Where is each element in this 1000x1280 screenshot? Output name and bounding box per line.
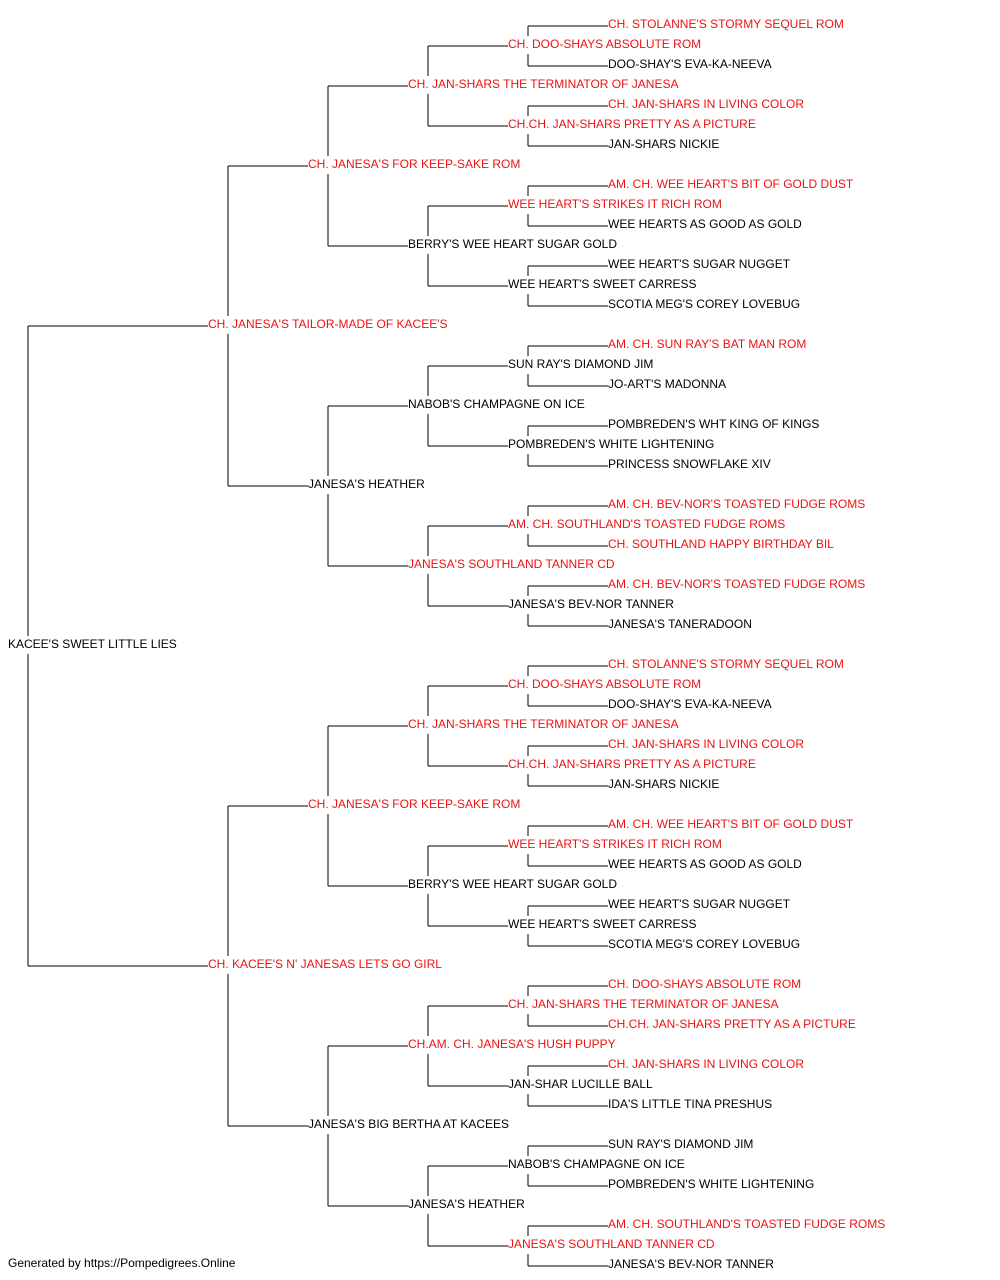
dam-name: JANESA'S SOUTHLAND TANNER CD <box>508 1237 715 1251</box>
sire-name: CH. STOLANNE'S STORMY SEQUEL ROM <box>608 657 844 671</box>
sire-name: NABOB'S CHAMPAGNE ON ICE <box>508 1157 685 1171</box>
sire-name: CH. DOO-SHAYS ABSOLUTE ROM <box>508 37 701 51</box>
sire-name: CH. JAN-SHARS IN LIVING COLOR <box>608 737 804 751</box>
sire-name: AM. CH. SOUTHLAND'S TOASTED FUDGE ROMS <box>608 1217 885 1231</box>
sire-name: AM. CH. BEV-NOR'S TOASTED FUDGE ROMS <box>608 577 865 591</box>
sire-name: SUN RAY'S DIAMOND JIM <box>508 357 653 371</box>
dam-name: JAN-SHARS NICKIE <box>608 137 719 151</box>
dam-name: WEE HEART'S SWEET CARRESS <box>508 277 697 291</box>
dam-name: PRINCESS SNOWFLAKE XIV <box>608 457 771 471</box>
sire-name: SUN RAY'S DIAMOND JIM <box>608 1137 753 1151</box>
dam-name: SCOTIA MEG'S COREY LOVEBUG <box>608 297 800 311</box>
dam-name: JANESA'S HEATHER <box>408 1197 525 1211</box>
sire-name: WEE HEART'S STRIKES IT RICH ROM <box>508 837 722 851</box>
dam-name: JANESA'S BIG BERTHA AT KACEES <box>308 1117 509 1131</box>
dam-name: DOO-SHAY'S EVA-KA-NEEVA <box>608 697 772 711</box>
dam-name: WEE HEART'S SWEET CARRESS <box>508 917 697 931</box>
footer-credit: Generated by https://Pompedigrees.Online <box>8 1256 236 1270</box>
dam-name: JANESA'S BEV-NOR TANNER <box>608 1257 774 1271</box>
dam-name: JO-ART'S MADONNA <box>608 377 726 391</box>
dam-name: CH.CH. JAN-SHARS PRETTY AS A PICTURE <box>608 1017 856 1031</box>
sire-name: CH.AM. CH. JANESA'S HUSH PUPPY <box>408 1037 616 1051</box>
sire-name: WEE HEART'S SUGAR NUGGET <box>608 897 791 911</box>
dam-name: DOO-SHAY'S EVA-KA-NEEVA <box>608 57 772 71</box>
sire-name: CH. JAN-SHARS THE TERMINATOR OF JANESA <box>408 717 678 731</box>
dam-name: CH. SOUTHLAND HAPPY BIRTHDAY BIL <box>608 537 834 551</box>
dam-name: WEE HEARTS AS GOOD AS GOLD <box>608 217 802 231</box>
sire-name: WEE HEART'S SUGAR NUGGET <box>608 257 791 271</box>
dam-name: CH.CH. JAN-SHARS PRETTY AS A PICTURE <box>508 117 756 131</box>
dam-name: POMBREDEN'S WHITE LIGHTENING <box>508 437 714 451</box>
sire-name: CH. DOO-SHAYS ABSOLUTE ROM <box>508 677 701 691</box>
sire-name: WEE HEART'S STRIKES IT RICH ROM <box>508 197 722 211</box>
sire-name: CH. STOLANNE'S STORMY SEQUEL ROM <box>608 17 844 31</box>
dam-name: IDA'S LITTLE TINA PRESHUS <box>608 1097 772 1111</box>
sire-name: AM. CH. WEE HEART'S BIT OF GOLD DUST <box>608 817 854 831</box>
sire-name: AM. CH. BEV-NOR'S TOASTED FUDGE ROMS <box>608 497 865 511</box>
sire-name: NABOB'S CHAMPAGNE ON ICE <box>408 397 585 411</box>
sire-name: CH. JAN-SHARS THE TERMINATOR OF JANESA <box>508 997 778 1011</box>
sire-name: CH. JANESA'S TAILOR-MADE OF KACEE'S <box>208 317 448 331</box>
dam-name: BERRY'S WEE HEART SUGAR GOLD <box>408 877 617 891</box>
dam-name: CH. KACEE'S N' JANESAS LETS GO GIRL <box>208 957 442 971</box>
dam-name: JAN-SHARS NICKIE <box>608 777 719 791</box>
sire-name: AM. CH. WEE HEART'S BIT OF GOLD DUST <box>608 177 854 191</box>
dam-name: JANESA'S SOUTHLAND TANNER CD <box>408 557 615 571</box>
sire-name: AM. CH. SOUTHLAND'S TOASTED FUDGE ROMS <box>508 517 785 531</box>
sire-name: CH. DOO-SHAYS ABSOLUTE ROM <box>608 977 801 991</box>
subject-dog-name: KACEE'S SWEET LITTLE LIES <box>8 637 177 651</box>
sire-name: AM. CH. SUN RAY'S BAT MAN ROM <box>608 337 806 351</box>
dam-name: JANESA'S HEATHER <box>308 477 425 491</box>
sire-name: CH. JAN-SHARS THE TERMINATOR OF JANESA <box>408 77 678 91</box>
dam-name: SCOTIA MEG'S COREY LOVEBUG <box>608 937 800 951</box>
dam-name: JANESA'S BEV-NOR TANNER <box>508 597 674 611</box>
dam-name: CH.CH. JAN-SHARS PRETTY AS A PICTURE <box>508 757 756 771</box>
dam-name: WEE HEARTS AS GOOD AS GOLD <box>608 857 802 871</box>
dam-name: BERRY'S WEE HEART SUGAR GOLD <box>408 237 617 251</box>
dam-name: POMBREDEN'S WHITE LIGHTENING <box>608 1177 814 1191</box>
dam-name: JANESA'S TANERADOON <box>608 617 752 631</box>
sire-name: CH. JAN-SHARS IN LIVING COLOR <box>608 1057 804 1071</box>
dam-name: JAN-SHAR LUCILLE BALL <box>508 1077 653 1091</box>
sire-name: CH. JANESA'S FOR KEEP-SAKE ROM <box>308 797 520 811</box>
sire-name: CH. JAN-SHARS IN LIVING COLOR <box>608 97 804 111</box>
sire-name: CH. JANESA'S FOR KEEP-SAKE ROM <box>308 157 520 171</box>
sire-name: POMBREDEN'S WHT KING OF KINGS <box>608 417 819 431</box>
